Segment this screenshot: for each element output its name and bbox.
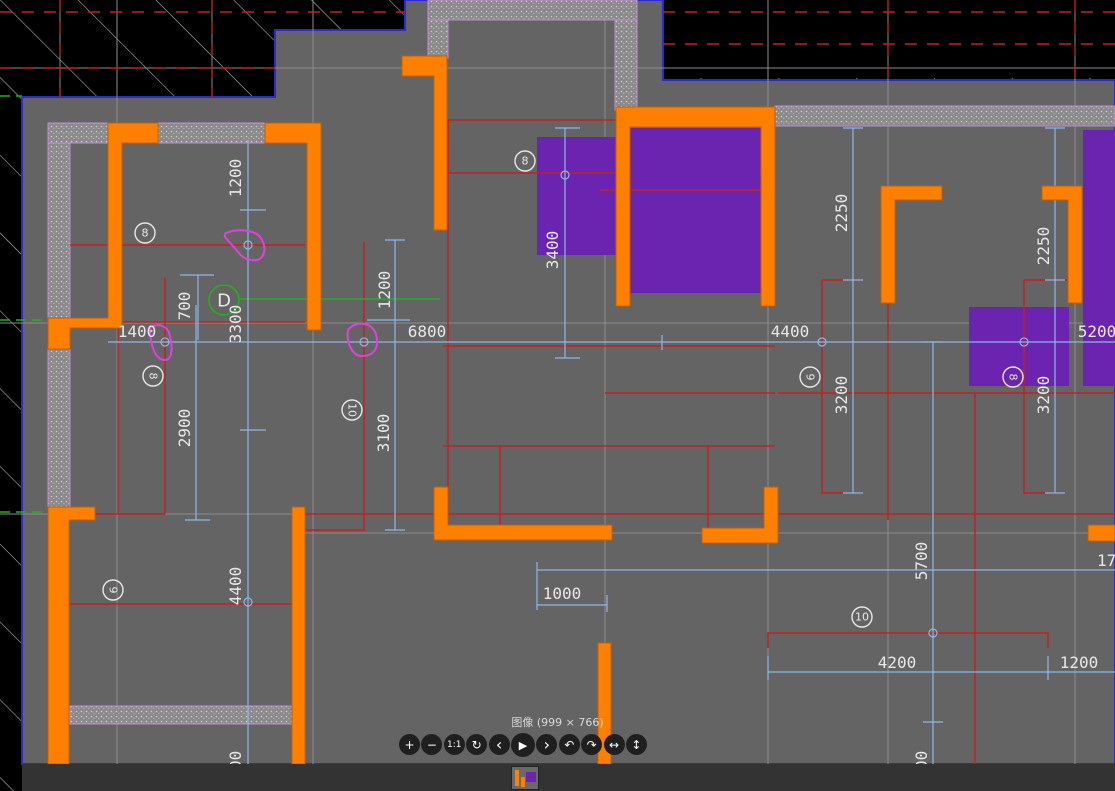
refresh-icon: ↻ (471, 737, 482, 752)
flip-horizontal-icon: ↔ (608, 737, 620, 752)
actual-size-icon: 1:1 (447, 739, 462, 750)
previous-button[interactable]: ‹ (488, 734, 510, 755)
svg-text:2250: 2250 (832, 194, 851, 233)
red-axis-lines (0, 0, 1115, 97)
svg-text:3100: 3100 (374, 414, 393, 453)
next-button[interactable]: › (536, 734, 558, 755)
minus-icon: − (426, 737, 437, 752)
image-caption: 图像 (999 × 766) (511, 716, 604, 729)
svg-text:9: 9 (107, 587, 120, 594)
circle-tags: 8 8 8 9 10 9 8 10 (102, 150, 1024, 628)
flip-horizontal-button[interactable]: ↔ (603, 734, 625, 755)
rotate-right-icon: ↷ (586, 737, 597, 752)
svg-text:1000: 1000 (543, 584, 582, 603)
magenta-marks (148, 229, 378, 362)
svg-text:8: 8 (147, 373, 160, 380)
svg-text:8: 8 (142, 227, 149, 240)
walls (47, 0, 1115, 725)
svg-text:3200: 3200 (1034, 376, 1053, 415)
plus-icon: + (404, 737, 415, 752)
flip-vertical-icon: ↕ (631, 737, 642, 752)
svg-text:5700: 5700 (912, 542, 931, 581)
green-axis (0, 95, 440, 513)
purple-fills (537, 128, 1115, 386)
svg-text:17: 17 (1097, 551, 1115, 570)
dimension-lines (108, 127, 1115, 764)
svg-text:9: 9 (804, 374, 817, 381)
play-button[interactable]: ▶ (510, 733, 535, 757)
svg-text:1200: 1200 (375, 271, 394, 310)
chevron-left-icon: ‹ (495, 735, 503, 754)
zoom-out-button[interactable]: − (421, 734, 443, 755)
svg-text:1200: 1200 (1060, 653, 1099, 672)
svg-text:4200: 4200 (878, 653, 917, 672)
svg-text:1400: 1400 (118, 322, 157, 341)
svg-text:700: 700 (175, 292, 194, 321)
actual-size-button[interactable]: 1:1 (443, 734, 465, 755)
svg-text:D: D (217, 291, 231, 312)
svg-text:2900: 2900 (175, 409, 194, 448)
rotate-left-button[interactable]: ↶ (558, 734, 580, 755)
outside-void-top-right (663, 0, 1115, 78)
grid-marker-d: D (208, 284, 240, 316)
flip-vertical-button[interactable]: ↕ (625, 734, 647, 755)
viewer-toolbar: + − 1:1 ↻ ‹ ▶ › ↶ ↷ ↔ ↕ (399, 733, 648, 757)
reset-button[interactable]: ↻ (466, 734, 488, 755)
svg-text:5200: 5200 (1078, 322, 1115, 341)
svg-text:8: 8 (1007, 374, 1020, 381)
chevron-right-icon: › (543, 735, 551, 754)
svg-text:4400: 4400 (226, 567, 245, 606)
play-icon: ▶ (518, 738, 528, 752)
thumbnail-image[interactable] (511, 766, 539, 790)
svg-text:3300: 3300 (226, 305, 245, 344)
svg-text:2250: 2250 (1034, 227, 1053, 266)
svg-text:4400: 4400 (771, 322, 810, 341)
svg-text:10: 10 (855, 611, 869, 624)
dimension-nodes (160, 170, 1029, 638)
svg-text:10: 10 (346, 403, 359, 417)
zoom-in-button[interactable]: + (399, 734, 420, 755)
thumbnail-strip (22, 764, 1115, 791)
rotate-left-icon: ↶ (564, 737, 575, 752)
svg-text:6800: 6800 (408, 322, 447, 341)
svg-text:8: 8 (522, 155, 529, 168)
rotate-right-button[interactable]: ↷ (581, 734, 603, 755)
columns (47, 55, 1115, 765)
svg-text:3400: 3400 (543, 231, 562, 270)
svg-text:1200: 1200 (226, 159, 245, 198)
svg-text:3200: 3200 (832, 376, 851, 415)
